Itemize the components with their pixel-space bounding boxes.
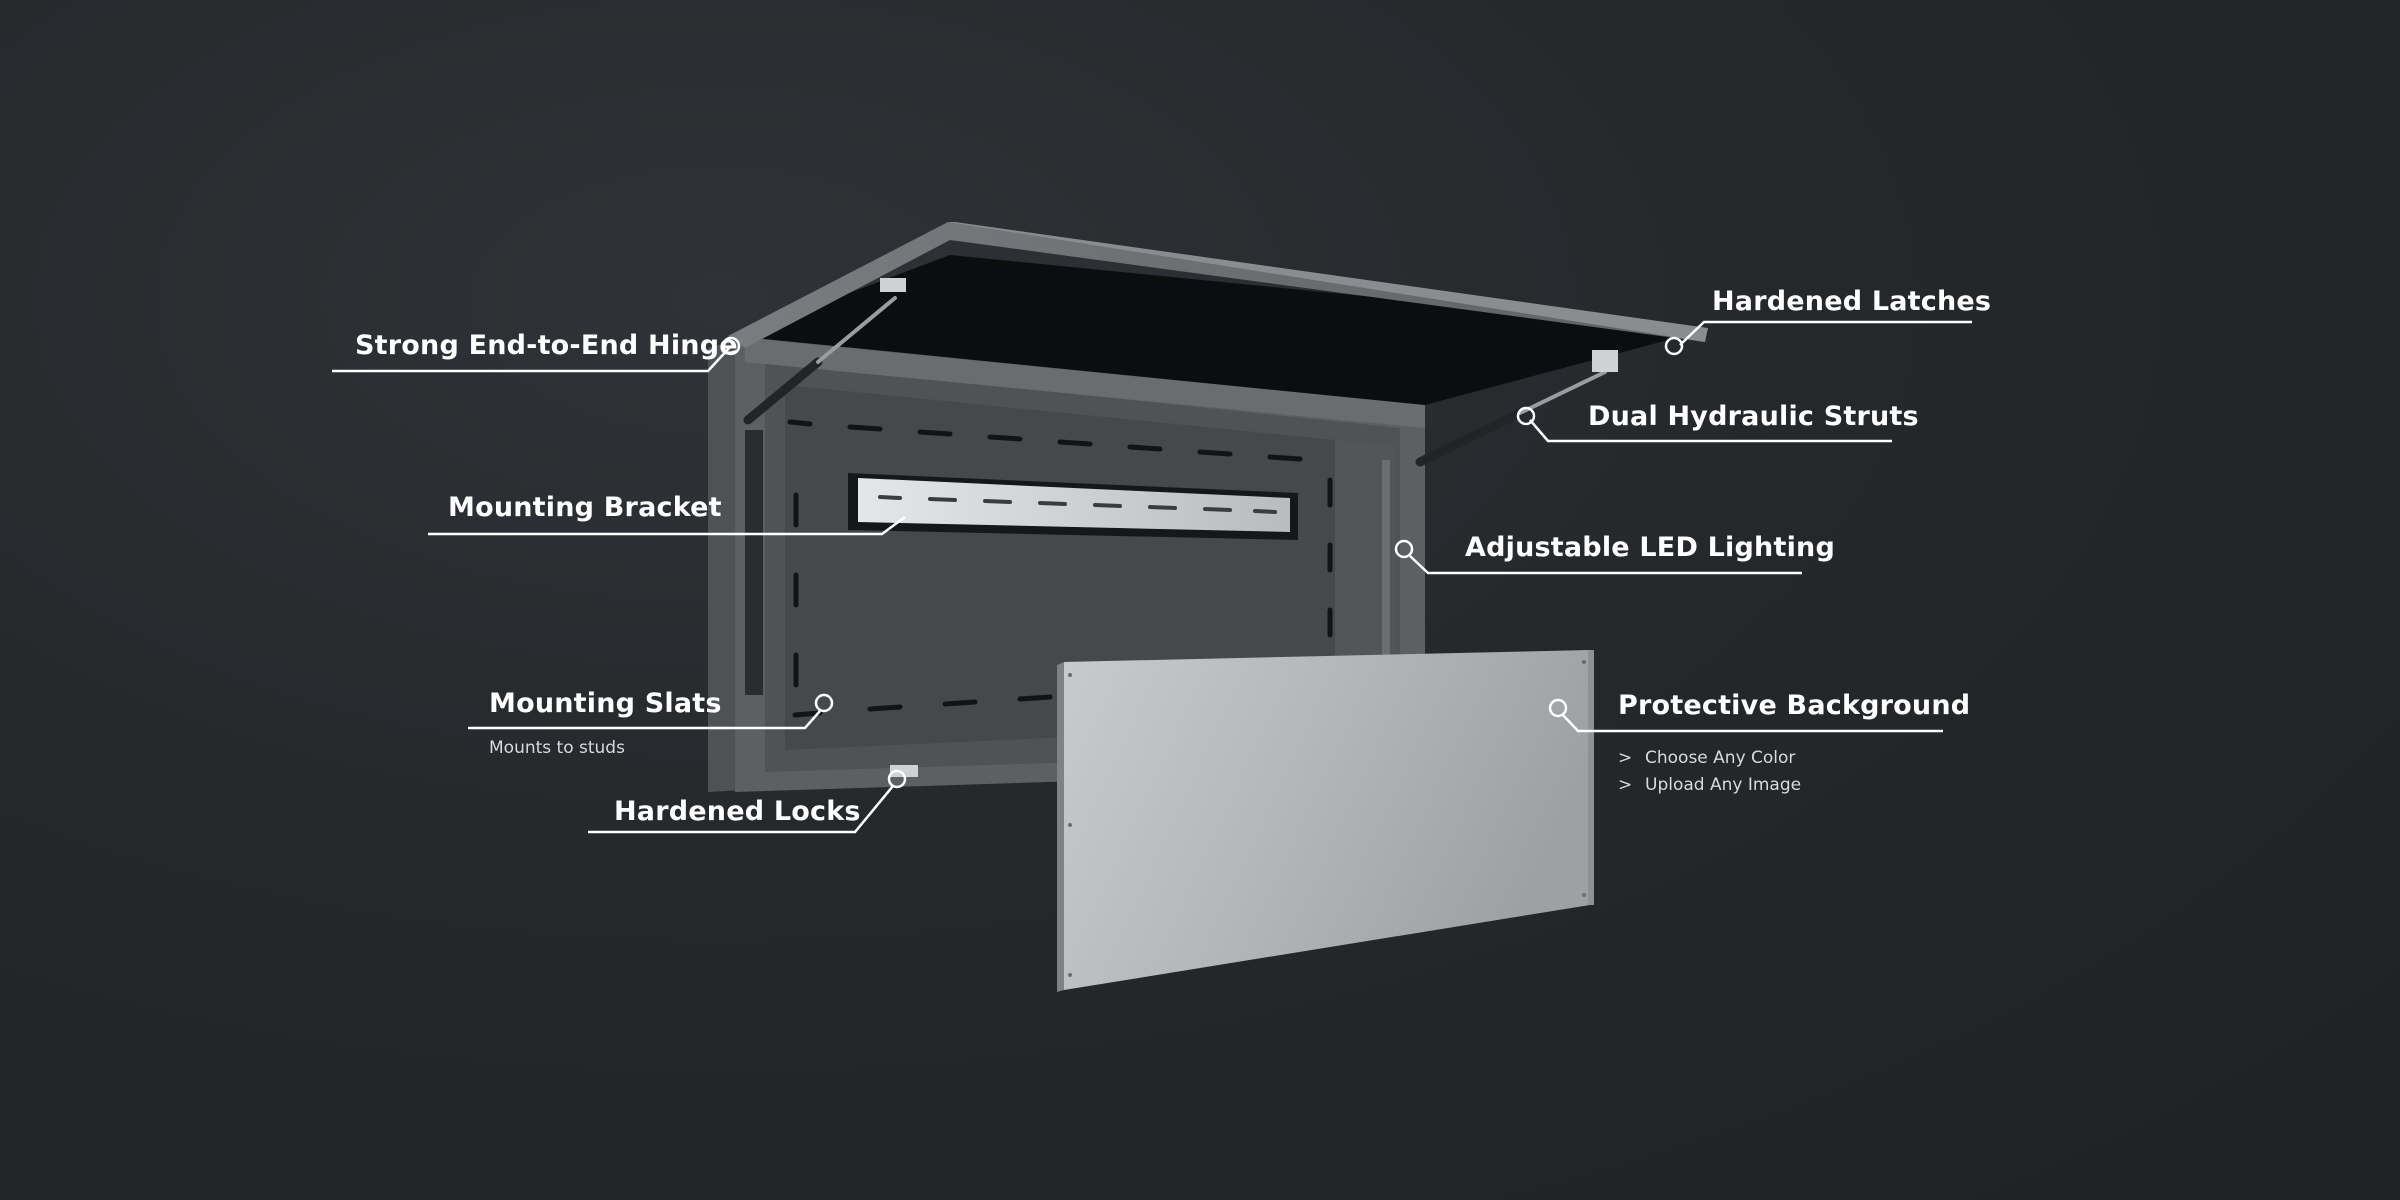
callout-background: Protective Background [1618,690,1971,721]
slot [787,419,813,427]
panel-right-edge [1588,650,1594,905]
strut-right-mount [1592,350,1618,372]
callout-hinge: Strong End-to-End Hinge [355,330,738,361]
panel-screw [1068,973,1072,977]
leader-hinge [332,346,731,373]
callout-led: Adjustable LED Lighting [1465,532,1835,563]
panel-screw [1582,660,1586,664]
leader-background-dot [1548,698,1568,718]
bracket-slot [1148,505,1177,510]
callout-latches: Hardened Latches [1712,286,1992,317]
leader-slats [468,710,821,730]
bracket-plate [858,478,1290,532]
slot [1127,444,1163,452]
leader-background [1561,713,1943,733]
callout-slats-note: Mounts to studs [489,738,625,758]
cabinet-left-shadow [745,430,763,695]
cabinet-top-rim [745,338,1425,428]
mounting-slats [787,419,1333,718]
slot [1057,439,1093,447]
slot [987,434,1023,442]
callout-locks: Hardened Locks [614,796,861,827]
panel-screw [1582,893,1586,897]
cabinet-interior [785,385,1335,750]
mounting-bracket [848,473,1298,540]
slot [917,429,953,437]
strut-right [1415,408,1525,467]
cabinet-lid [728,222,1708,405]
slot [942,699,978,707]
slot [1017,694,1053,702]
panel-screw [1068,673,1072,677]
bracket-slot [983,499,1012,504]
background-option: >Choose Any Color [1618,745,1801,772]
leader-bracket [428,515,906,536]
leader-led [1409,555,1802,575]
chevron-right-icon: > [1618,748,1633,768]
protective-panel [1057,650,1594,992]
strut-left-mount [880,278,906,292]
slot [867,704,903,712]
leader-hinge-dot [721,336,741,356]
callout-struts: Dual Hydraulic Struts [1588,401,1919,432]
chevron-right-icon: > [1618,775,1633,795]
callout-bracket: Mounting Bracket [448,492,722,523]
lid-front-lip [948,222,1708,342]
bracket-slot [1203,507,1232,512]
panel-edge [1057,662,1064,992]
leader-lines [332,320,1972,834]
leader-latches [1679,320,1972,346]
leader-struts-dot [1516,406,1536,426]
leader-latches-dot [1664,336,1684,356]
lid-underside [735,255,1705,405]
strut-right-rod [1518,370,1607,415]
leader-locks-dot [887,769,907,789]
background-option: >Upload Any Image [1618,772,1801,799]
lock-hardware [890,765,918,777]
leader-struts [1529,419,1892,443]
bracket-slot [1253,509,1277,514]
leader-led-dot [1394,539,1414,559]
background-options-list: >Choose Any Color >Upload Any Image [1618,745,1801,799]
slot [1197,449,1233,457]
bracket-slot [878,495,902,500]
panel-screw [1068,823,1072,827]
slot [1267,454,1303,462]
slot [792,710,823,718]
callout-slats: Mounting Slats [489,688,722,719]
strut-left [743,357,823,425]
bracket-slot [1093,503,1122,508]
led-bar [1382,460,1390,710]
strut-left-rod [816,296,897,364]
leader-locks [588,785,894,834]
slot [847,424,883,432]
hydraulic-struts [743,278,1618,467]
panel-face [1064,650,1590,990]
bracket-slot [1038,501,1067,506]
leader-slats-dot [814,693,834,713]
bracket-slot [928,497,957,502]
